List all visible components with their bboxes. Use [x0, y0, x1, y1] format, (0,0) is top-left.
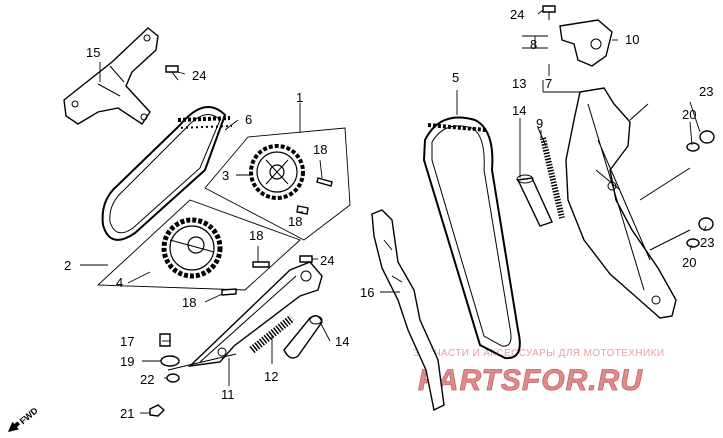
callout-16: 16	[360, 285, 374, 300]
callout-8: 8	[530, 37, 537, 52]
callout-3: 3	[222, 168, 229, 183]
upper-sprocket	[249, 144, 305, 200]
tensioner-top-bracket	[559, 19, 613, 67]
callout-23b: 23	[700, 235, 714, 250]
fwd-label: FWD	[18, 405, 41, 426]
callout-4: 4	[116, 275, 123, 290]
tensioner-arm	[167, 261, 323, 371]
callout-1: 1	[296, 90, 303, 105]
callout-2: 2	[64, 258, 71, 273]
callout-9: 9	[536, 116, 543, 131]
small-fasteners	[149, 333, 180, 417]
washers-right	[686, 130, 715, 248]
callout-24c: 24	[510, 7, 524, 22]
callout-20b: 20	[682, 255, 696, 270]
upper-chain-guide-bracket	[63, 27, 159, 125]
callout-5: 5	[452, 70, 459, 85]
callout-7: 7	[545, 76, 552, 91]
watermark-subtitle: ЗАПЧАСТИ И АКСЕССУАРЫ ДЛЯ МОТОТЕХНИКИ	[413, 348, 664, 359]
callout-18b: 18	[288, 214, 302, 229]
fwd-indicator: FWD	[8, 405, 41, 432]
callout-17: 17	[120, 334, 134, 349]
callout-18c: 18	[249, 228, 263, 243]
tensioner-spring-right	[537, 127, 565, 219]
leader-lines	[80, 9, 707, 414]
callout-20a: 20	[682, 107, 696, 122]
sprocket-assembly-outline	[96, 127, 351, 291]
sleeve-right	[516, 174, 553, 227]
callout-24b: 24	[320, 253, 334, 268]
watermark-brand: PARTSFOR.RU	[418, 364, 643, 397]
callout-23a: 23	[699, 84, 713, 99]
callout-22: 22	[140, 372, 154, 387]
callout-14a: 14	[335, 334, 349, 349]
callout-10: 10	[625, 32, 639, 47]
callout-21: 21	[120, 406, 134, 421]
callouts: 1 2 3 4 5 6 7 8 9 10 11 12 13 14 14 15 1…	[64, 7, 714, 421]
lower-sprocket	[161, 217, 223, 279]
callout-11: 11	[221, 387, 235, 402]
callout-6: 6	[245, 112, 252, 127]
bolts-18	[221, 177, 333, 296]
left-chain-guide	[371, 209, 445, 412]
callout-15: 15	[86, 45, 100, 60]
right-tensioner-guide	[565, 87, 691, 319]
callout-19: 19	[120, 354, 134, 369]
watermark: ЗАПЧАСТИ И АКСЕССУАРЫ ДЛЯ МОТОТЕХНИКИ PA…	[413, 348, 664, 397]
tensioner-spring	[249, 314, 295, 354]
callout-12: 12	[264, 369, 278, 384]
callout-24a: 24	[192, 68, 206, 83]
main-cam-chain	[422, 116, 521, 360]
left-cam-chain	[101, 106, 233, 241]
callout-14b: 14	[512, 103, 526, 118]
bolts-24	[165, 5, 556, 263]
sleeve-left	[283, 315, 323, 359]
callout-13: 13	[512, 76, 526, 91]
callout-18a: 18	[313, 142, 327, 157]
callout-18d: 18	[182, 295, 196, 310]
fwd-arrow-icon	[8, 421, 21, 432]
